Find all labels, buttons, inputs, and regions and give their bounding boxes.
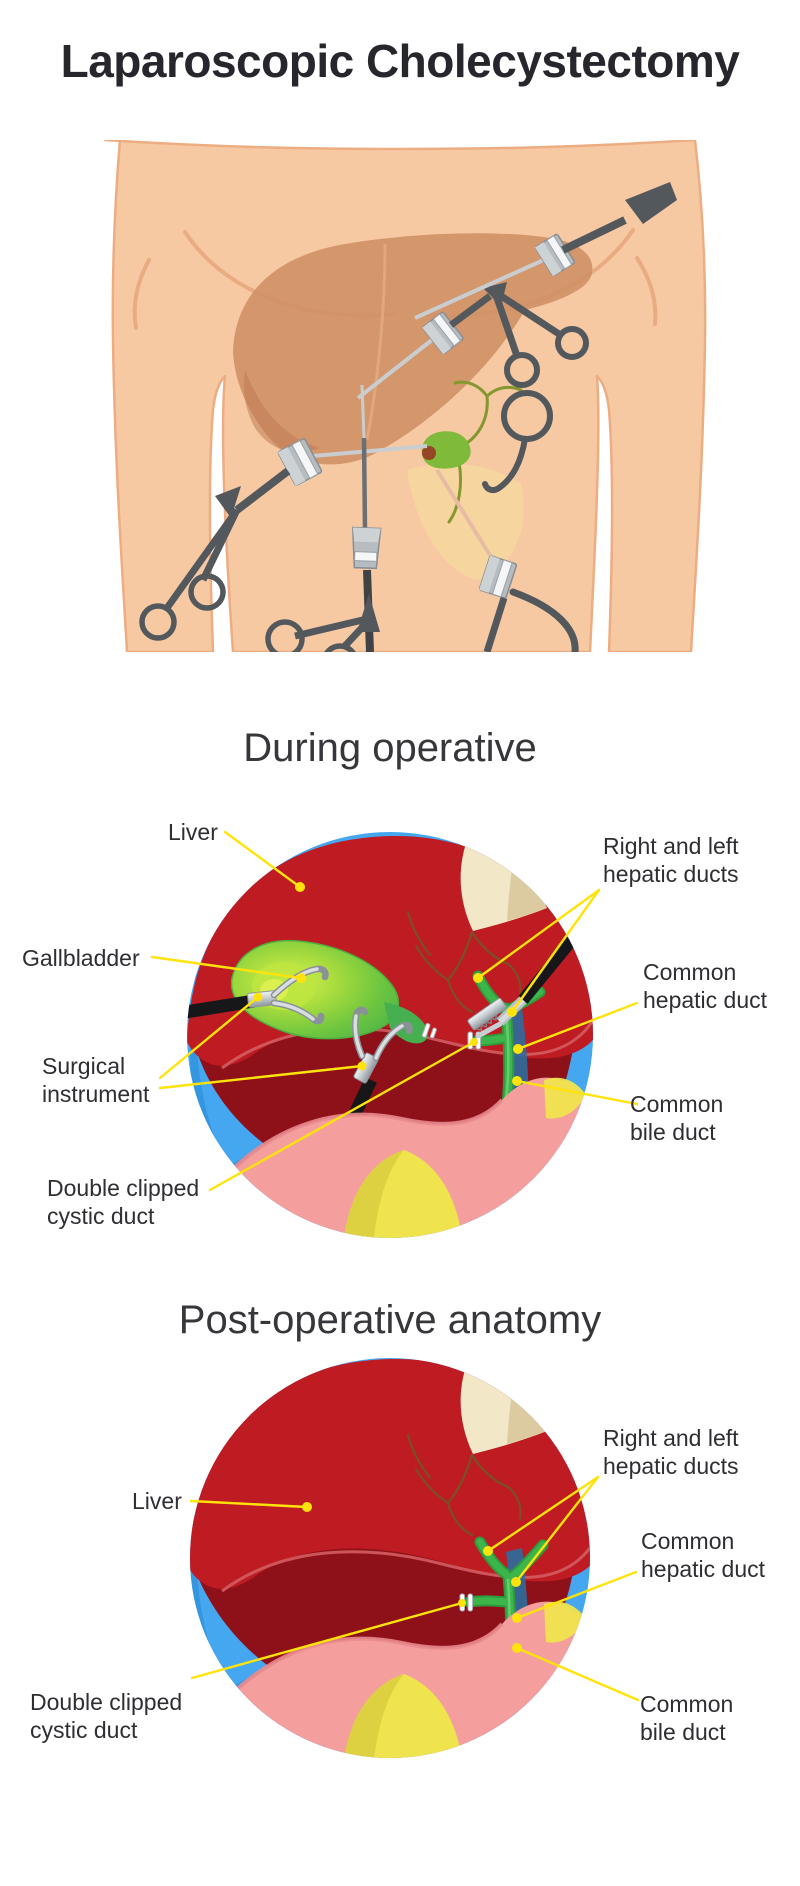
label-hepatic-ducts-post: Right and left hepatic ducts	[603, 1425, 739, 1479]
post-operative-scene	[189, 1358, 640, 1758]
post-leader-dots	[302, 1502, 522, 1653]
laparoscopic-instrument-center	[265, 384, 382, 652]
liver-overlay-shade	[243, 370, 320, 453]
pancreas-shade	[344, 1674, 404, 1758]
intrahepatic-ducts	[406, 910, 522, 1014]
label-double-clipped-during: Double clipped cystic duct	[47, 1175, 200, 1229]
intrahepatic-ducts	[406, 1433, 522, 1537]
liver-overlay-divide	[365, 243, 387, 441]
liver-lobe-edge-highlight	[221, 1544, 590, 1593]
during-operative-heading: During operative	[243, 726, 537, 770]
falciform-ligament-shadow	[507, 868, 547, 921]
during-leader-dots	[253, 882, 523, 1086]
liver-lobe-edge-highlight	[221, 1021, 593, 1070]
label-liver-during: Liver	[168, 819, 218, 845]
falciform-ligament-shadow	[507, 1391, 547, 1444]
label-common-bile-post: Common bile duct	[640, 1691, 734, 1745]
laparoscope-instrument	[414, 182, 677, 494]
label-gallbladder: Gallbladder	[22, 945, 140, 971]
label-hepatic-ducts-during: Right and left hepatic ducts	[603, 833, 739, 887]
label-double-clipped-post: Double clipped cystic duct	[30, 1689, 183, 1743]
duodenum-edge	[226, 1622, 504, 1700]
label-common-bile-during: Common bile duct	[630, 1091, 724, 1145]
bile-duct-tree-overlay	[447, 380, 523, 524]
duodenum-edge	[226, 1098, 504, 1176]
pancreas-shade	[344, 1150, 404, 1238]
page-title: Laparoscopic Cholecystectomy	[60, 35, 740, 87]
laparoscopic-instrument-left	[139, 438, 428, 641]
laparoscopic-instrument-cable	[435, 468, 579, 652]
laparoscopic-instrument-upper-right	[356, 282, 589, 400]
gallbladder-overlay-shape	[421, 431, 471, 469]
during-operative-scene	[150, 830, 639, 1238]
post-leader-lines	[189, 1475, 640, 1702]
torso-illustration	[103, 140, 707, 652]
during-leader-lines	[150, 830, 639, 1192]
label-common-hepatic-post: Common hepatic duct	[641, 1528, 766, 1582]
gallstone-spot	[422, 446, 436, 460]
label-common-hepatic-during: Common hepatic duct	[643, 959, 768, 1013]
label-liver-post: Liver	[132, 1488, 182, 1514]
post-operative-heading: Post-operative anatomy	[178, 1298, 602, 1342]
label-surgical-instrument: Surgical instrument	[42, 1053, 150, 1107]
pancreas-sliver-right	[544, 1601, 586, 1643]
